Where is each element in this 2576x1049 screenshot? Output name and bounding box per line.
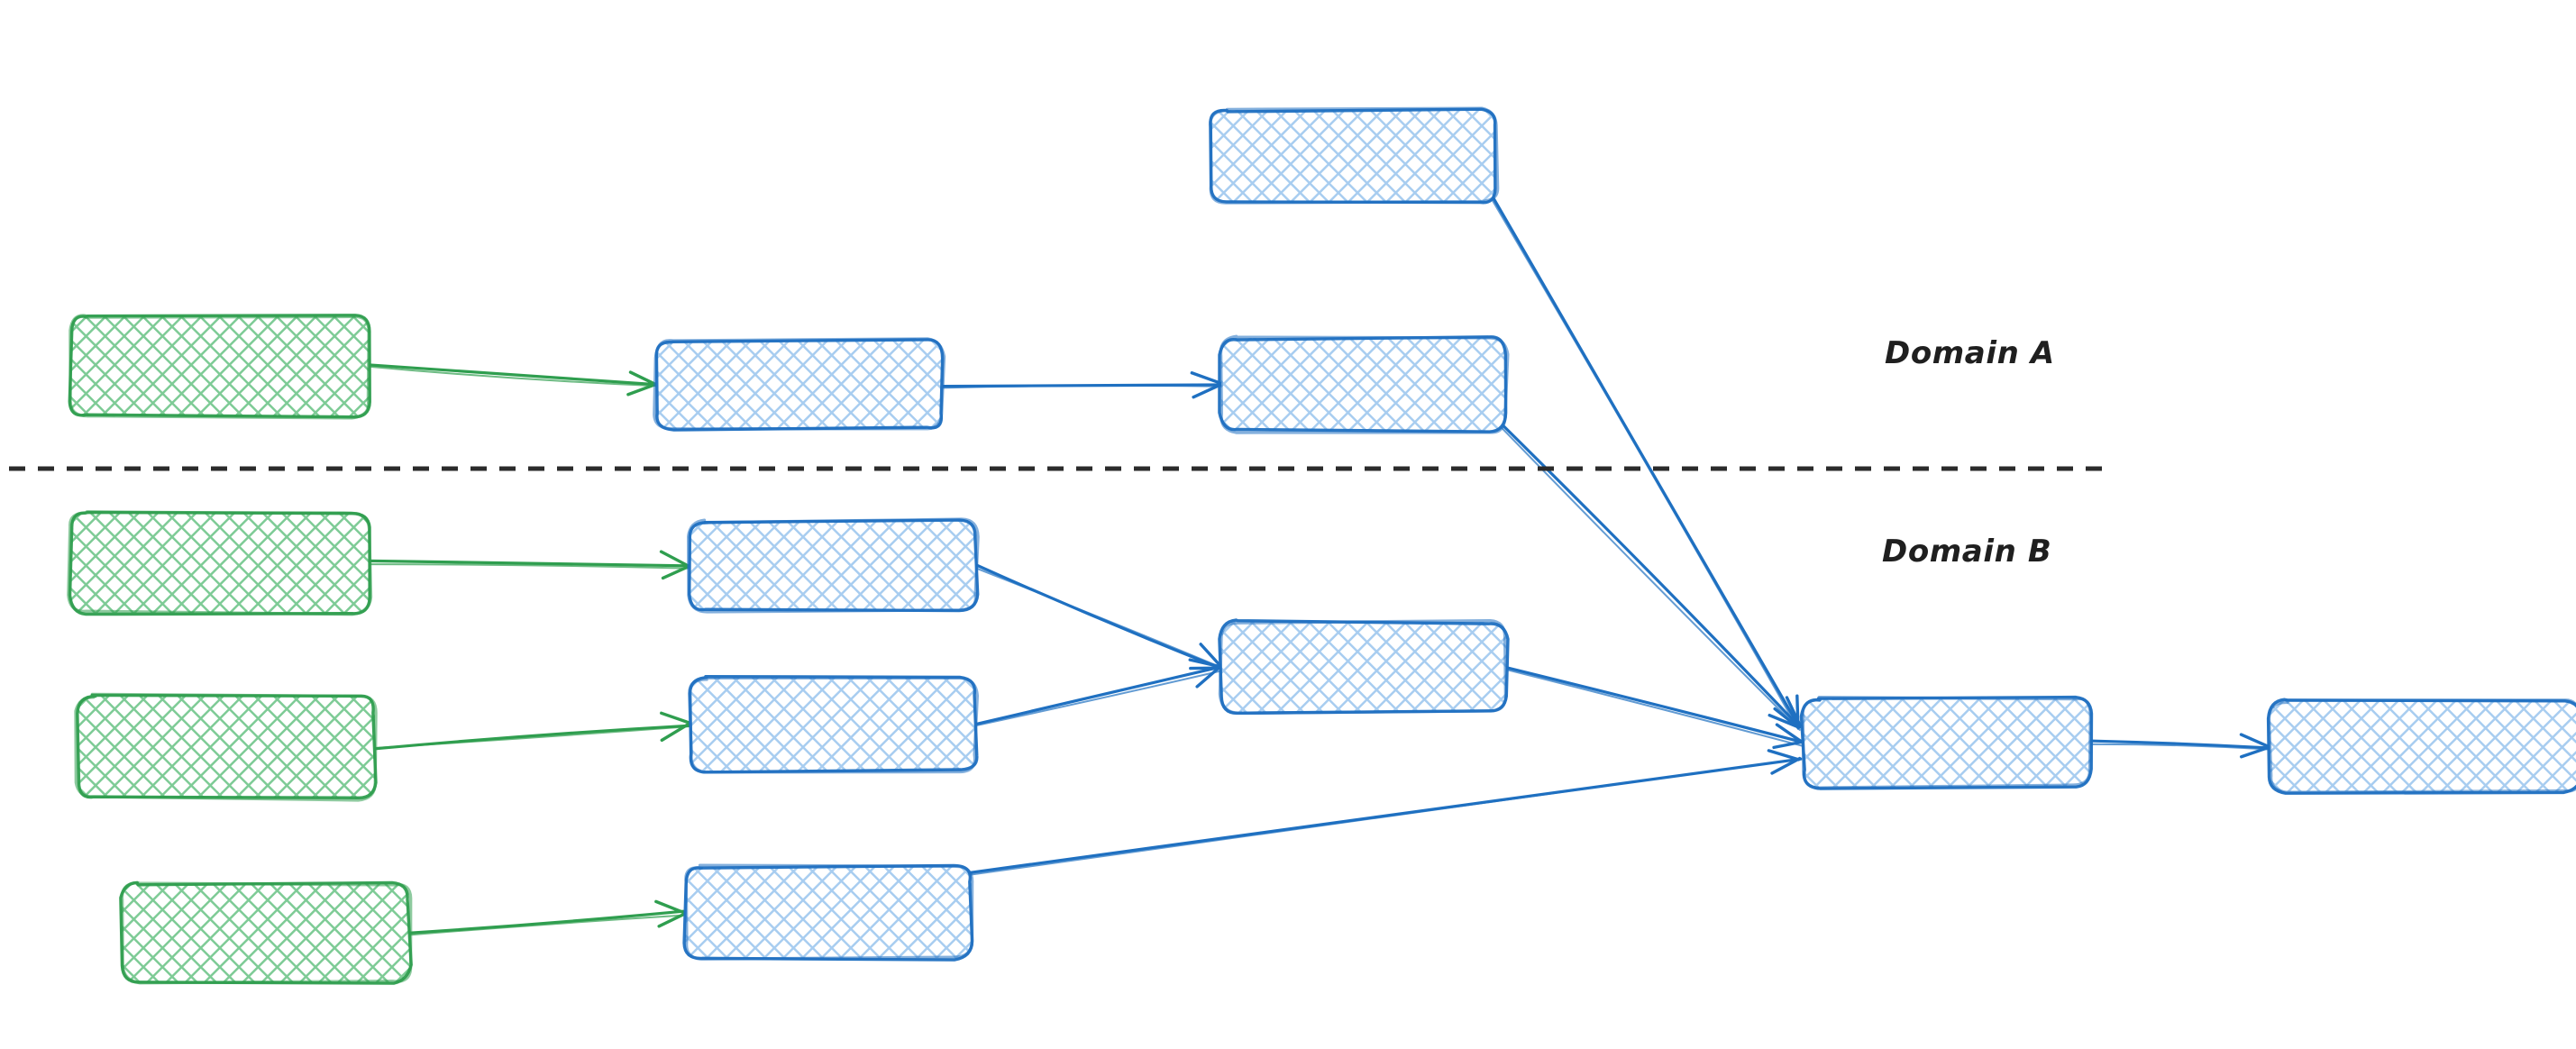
node-layer — [67, 106, 2576, 985]
diagram-node[interactable] — [687, 517, 980, 614]
diagram-edge — [2087, 733, 2272, 759]
diagram-node[interactable] — [119, 880, 413, 985]
diagram-edge — [1490, 194, 1802, 730]
domain-a-label: Domain A — [1885, 335, 2055, 371]
diagram-edge — [964, 749, 1803, 877]
domain-b-label: Domain B — [1882, 534, 2052, 570]
diagram-node[interactable] — [682, 863, 974, 962]
diagram-node[interactable] — [1799, 695, 2094, 790]
diagram-node[interactable] — [68, 314, 371, 420]
diagram-edge — [374, 711, 693, 751]
diagram-node[interactable] — [1218, 334, 1510, 434]
diagram-edge — [367, 363, 659, 397]
diagram-node[interactable] — [653, 337, 946, 432]
diagram-edge — [940, 371, 1224, 399]
diagram-edge — [974, 563, 1224, 670]
diagram-node[interactable] — [67, 510, 373, 616]
diagram-edge — [1503, 665, 1805, 750]
diagram-node[interactable] — [1208, 106, 1500, 205]
diagram-node[interactable] — [2266, 698, 2576, 795]
diagram-node[interactable] — [688, 674, 980, 774]
diagram-edge — [366, 550, 692, 580]
diagram-edge — [973, 658, 1224, 726]
diagram-node[interactable] — [74, 692, 378, 802]
edge-layer — [366, 194, 2272, 936]
diagram-edge — [407, 899, 688, 936]
diagram-node[interactable] — [1218, 618, 1510, 716]
